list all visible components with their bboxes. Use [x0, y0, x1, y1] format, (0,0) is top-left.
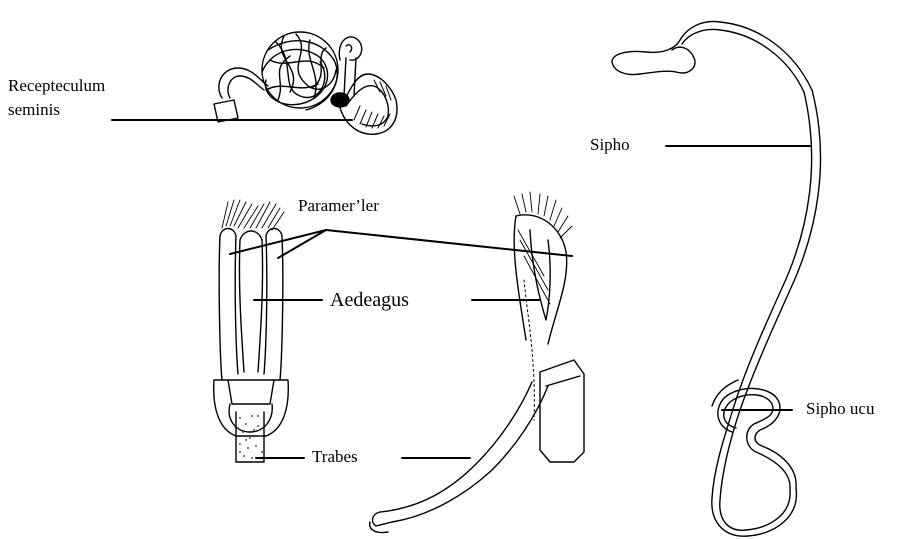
leader-paramer-right: [326, 230, 572, 256]
receptaculum-seminis-drawing: [214, 32, 397, 134]
trabes-stipple: [237, 415, 263, 459]
leader-paramer-left-b: [278, 230, 326, 258]
sipho-drawing: [612, 22, 821, 537]
label-sipho-ucu: Sipho ucu: [806, 399, 874, 419]
label-aedeagus: Aedeagus: [330, 289, 409, 312]
label-receptaculum-line1: Recepteculum: [8, 76, 105, 96]
label-trabes: Trabes: [312, 447, 358, 467]
leader-lines: [112, 120, 810, 458]
aedeagus-lateral-drawing: [370, 192, 584, 533]
label-paramerler: Paramer’ler: [298, 196, 379, 216]
aedeagus-dorsal-drawing: [214, 200, 289, 462]
label-receptaculum-line2: seminis: [8, 100, 60, 120]
label-sipho: Sipho: [590, 135, 630, 155]
apical-setae: [222, 200, 284, 230]
